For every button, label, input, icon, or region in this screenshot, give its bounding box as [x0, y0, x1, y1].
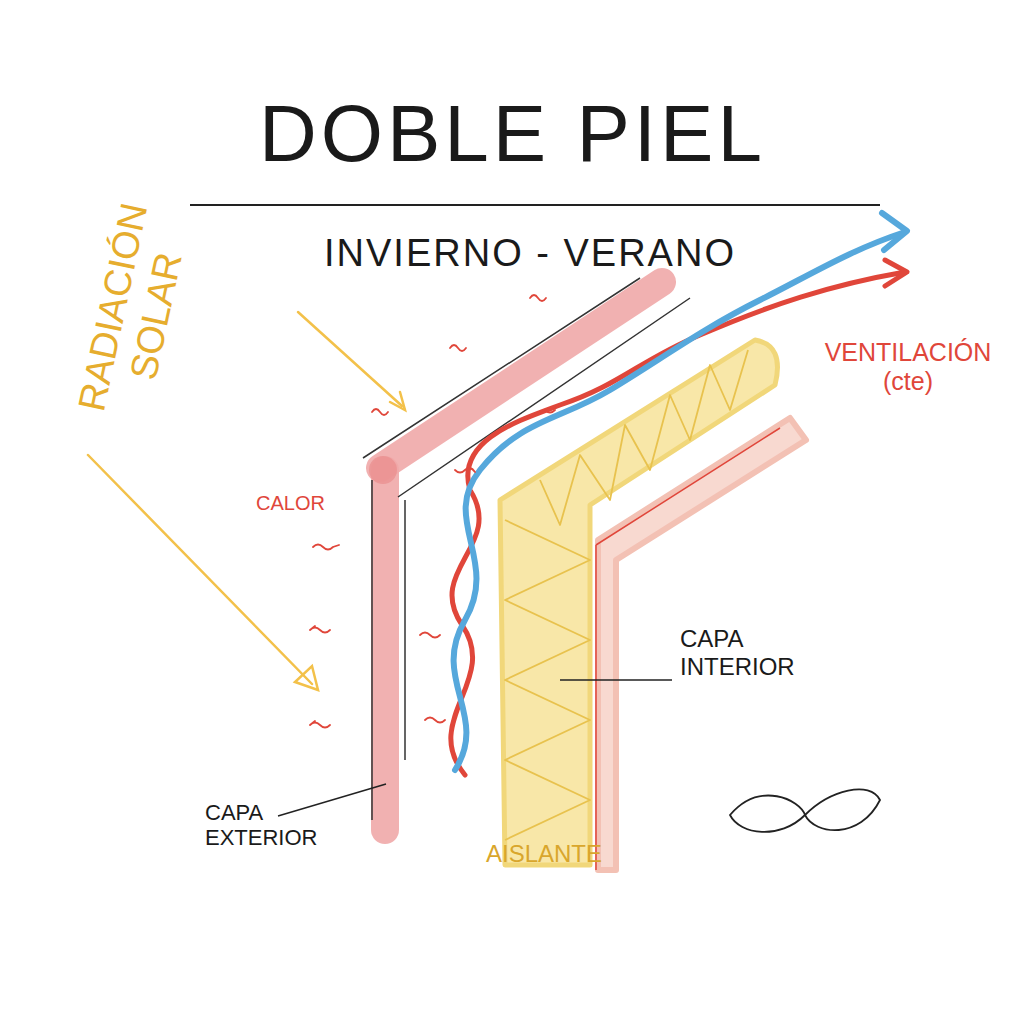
leader-line: [278, 784, 386, 816]
ventilation-label: VENTILACIÓN (cte): [808, 338, 1008, 396]
subtitle: INVIERNO - VERANO: [324, 232, 736, 276]
layer-edges: [363, 278, 690, 820]
heat-squiggles: [310, 295, 555, 728]
insulation-layer: [500, 340, 778, 865]
air-arrowhead: [882, 213, 907, 250]
corner-joint: [369, 456, 397, 484]
signature-mark: [730, 789, 880, 832]
exterior-wall: [371, 470, 399, 830]
leader-line: [560, 679, 672, 681]
air-flow: [454, 232, 905, 770]
part-label: CAPA INTERIOR: [680, 625, 820, 680]
warm-air-arrowhead: [885, 260, 907, 286]
diagram-title: DOBLE PIEL: [259, 88, 766, 180]
part-label: CAPA EXTERIOR: [205, 800, 345, 851]
title-rule: [190, 204, 880, 206]
heat-label: CALOR: [256, 492, 325, 515]
part-label: AISLANTE: [486, 840, 602, 868]
radiation-label: RADIACIÓN SOLAR: [66, 180, 203, 443]
